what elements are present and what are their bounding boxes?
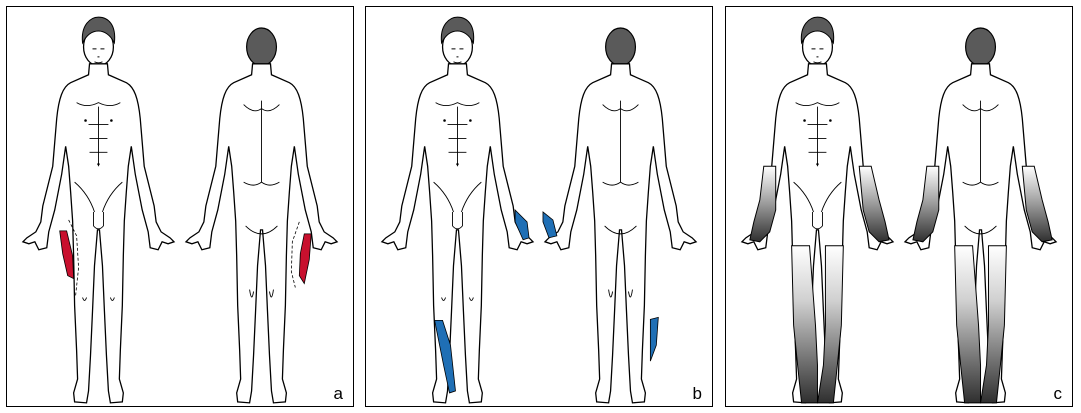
front-figure <box>382 17 533 403</box>
highlight-back-thigh <box>299 234 311 284</box>
panel-b: b <box>365 6 713 407</box>
panel-label-c: c <box>1054 385 1063 402</box>
highlight-back-lower-leg <box>650 317 658 361</box>
panel-label-b: b <box>693 385 702 402</box>
panel-label-a: a <box>334 385 343 402</box>
panel-b-drawing <box>366 7 712 406</box>
back-figure <box>545 28 696 403</box>
panel-a-drawing <box>7 7 353 406</box>
front-figure <box>23 17 174 403</box>
panel-a: a <box>6 6 354 407</box>
panel-c: c <box>725 6 1073 407</box>
back-figure <box>186 28 337 403</box>
highlight-back-hand <box>543 212 557 238</box>
highlight-front-thigh <box>60 231 74 279</box>
panel-c-drawing <box>726 7 1072 406</box>
